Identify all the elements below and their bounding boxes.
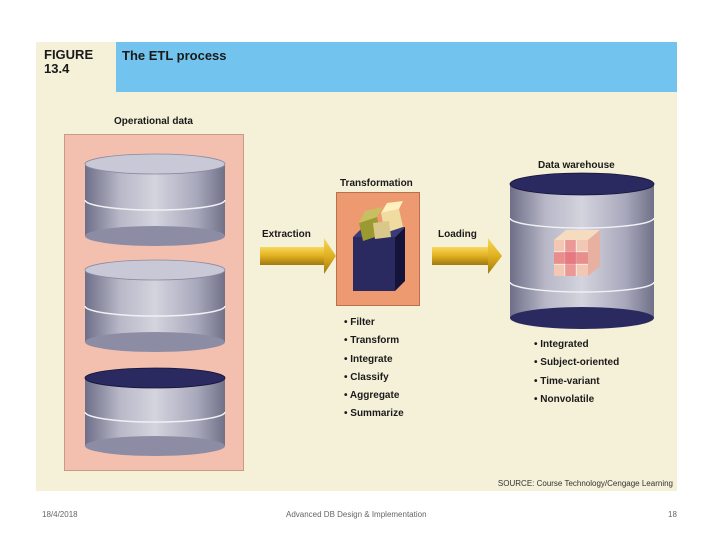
figure-source: SOURCE: Course Technology/Cengage Learni…	[497, 479, 673, 488]
data-warehouse-label: Data warehouse	[538, 160, 615, 171]
figure-title: The ETL process	[122, 48, 227, 63]
transformation-step: • Filter	[344, 317, 375, 328]
etl-figure: FIGURE 13.4 The ETL process Operational …	[36, 42, 677, 491]
extraction-label: Extraction	[262, 229, 311, 240]
database-cylinder-1	[84, 153, 226, 246]
footer-date: 18/4/2018	[42, 510, 78, 519]
transformation-step: • Summarize	[344, 408, 404, 420]
transformation-box	[336, 192, 420, 306]
figure-header-bar	[116, 42, 677, 92]
loading-label: Loading	[438, 229, 477, 240]
operational-data-label: Operational data	[114, 116, 193, 127]
transformation-step: • Integrate	[344, 353, 393, 365]
transformation-step: • Classify	[344, 371, 389, 383]
database-cylinder-2	[84, 259, 226, 352]
warehouse-characteristic: • Nonvolatile	[534, 393, 595, 405]
data-cube-icon	[554, 230, 600, 276]
transformation-label: Transformation	[340, 178, 413, 189]
extraction-arrow	[260, 238, 336, 274]
footer-page-number: 18	[668, 510, 677, 519]
figure-label-word: FIGURE	[44, 47, 94, 62]
transformation-cube-icon	[353, 201, 405, 291]
warehouse-characteristic: • Integrated	[534, 339, 589, 350]
warehouse-characteristic: • Subject-oriented	[534, 357, 620, 369]
etl-diagram-graphics	[84, 153, 655, 456]
transformation-step: • Aggregate	[344, 390, 400, 402]
loading-arrow	[432, 238, 502, 274]
database-cylinder-3	[84, 367, 226, 456]
warehouse-characteristics-list: • Integrated • Subject-oriented • Time-v…	[534, 336, 619, 409]
figure-number-area: FIGURE 13.4	[36, 42, 116, 92]
figure-label-number: 13.4	[44, 61, 70, 76]
warehouse-characteristic: • Time-variant	[534, 375, 600, 387]
footer-course: Advanced DB Design & Implementation	[286, 510, 427, 519]
transformation-steps-list: • Filter • Transform • Integrate • Class…	[344, 314, 404, 424]
transformation-step: • Transform	[344, 335, 400, 347]
